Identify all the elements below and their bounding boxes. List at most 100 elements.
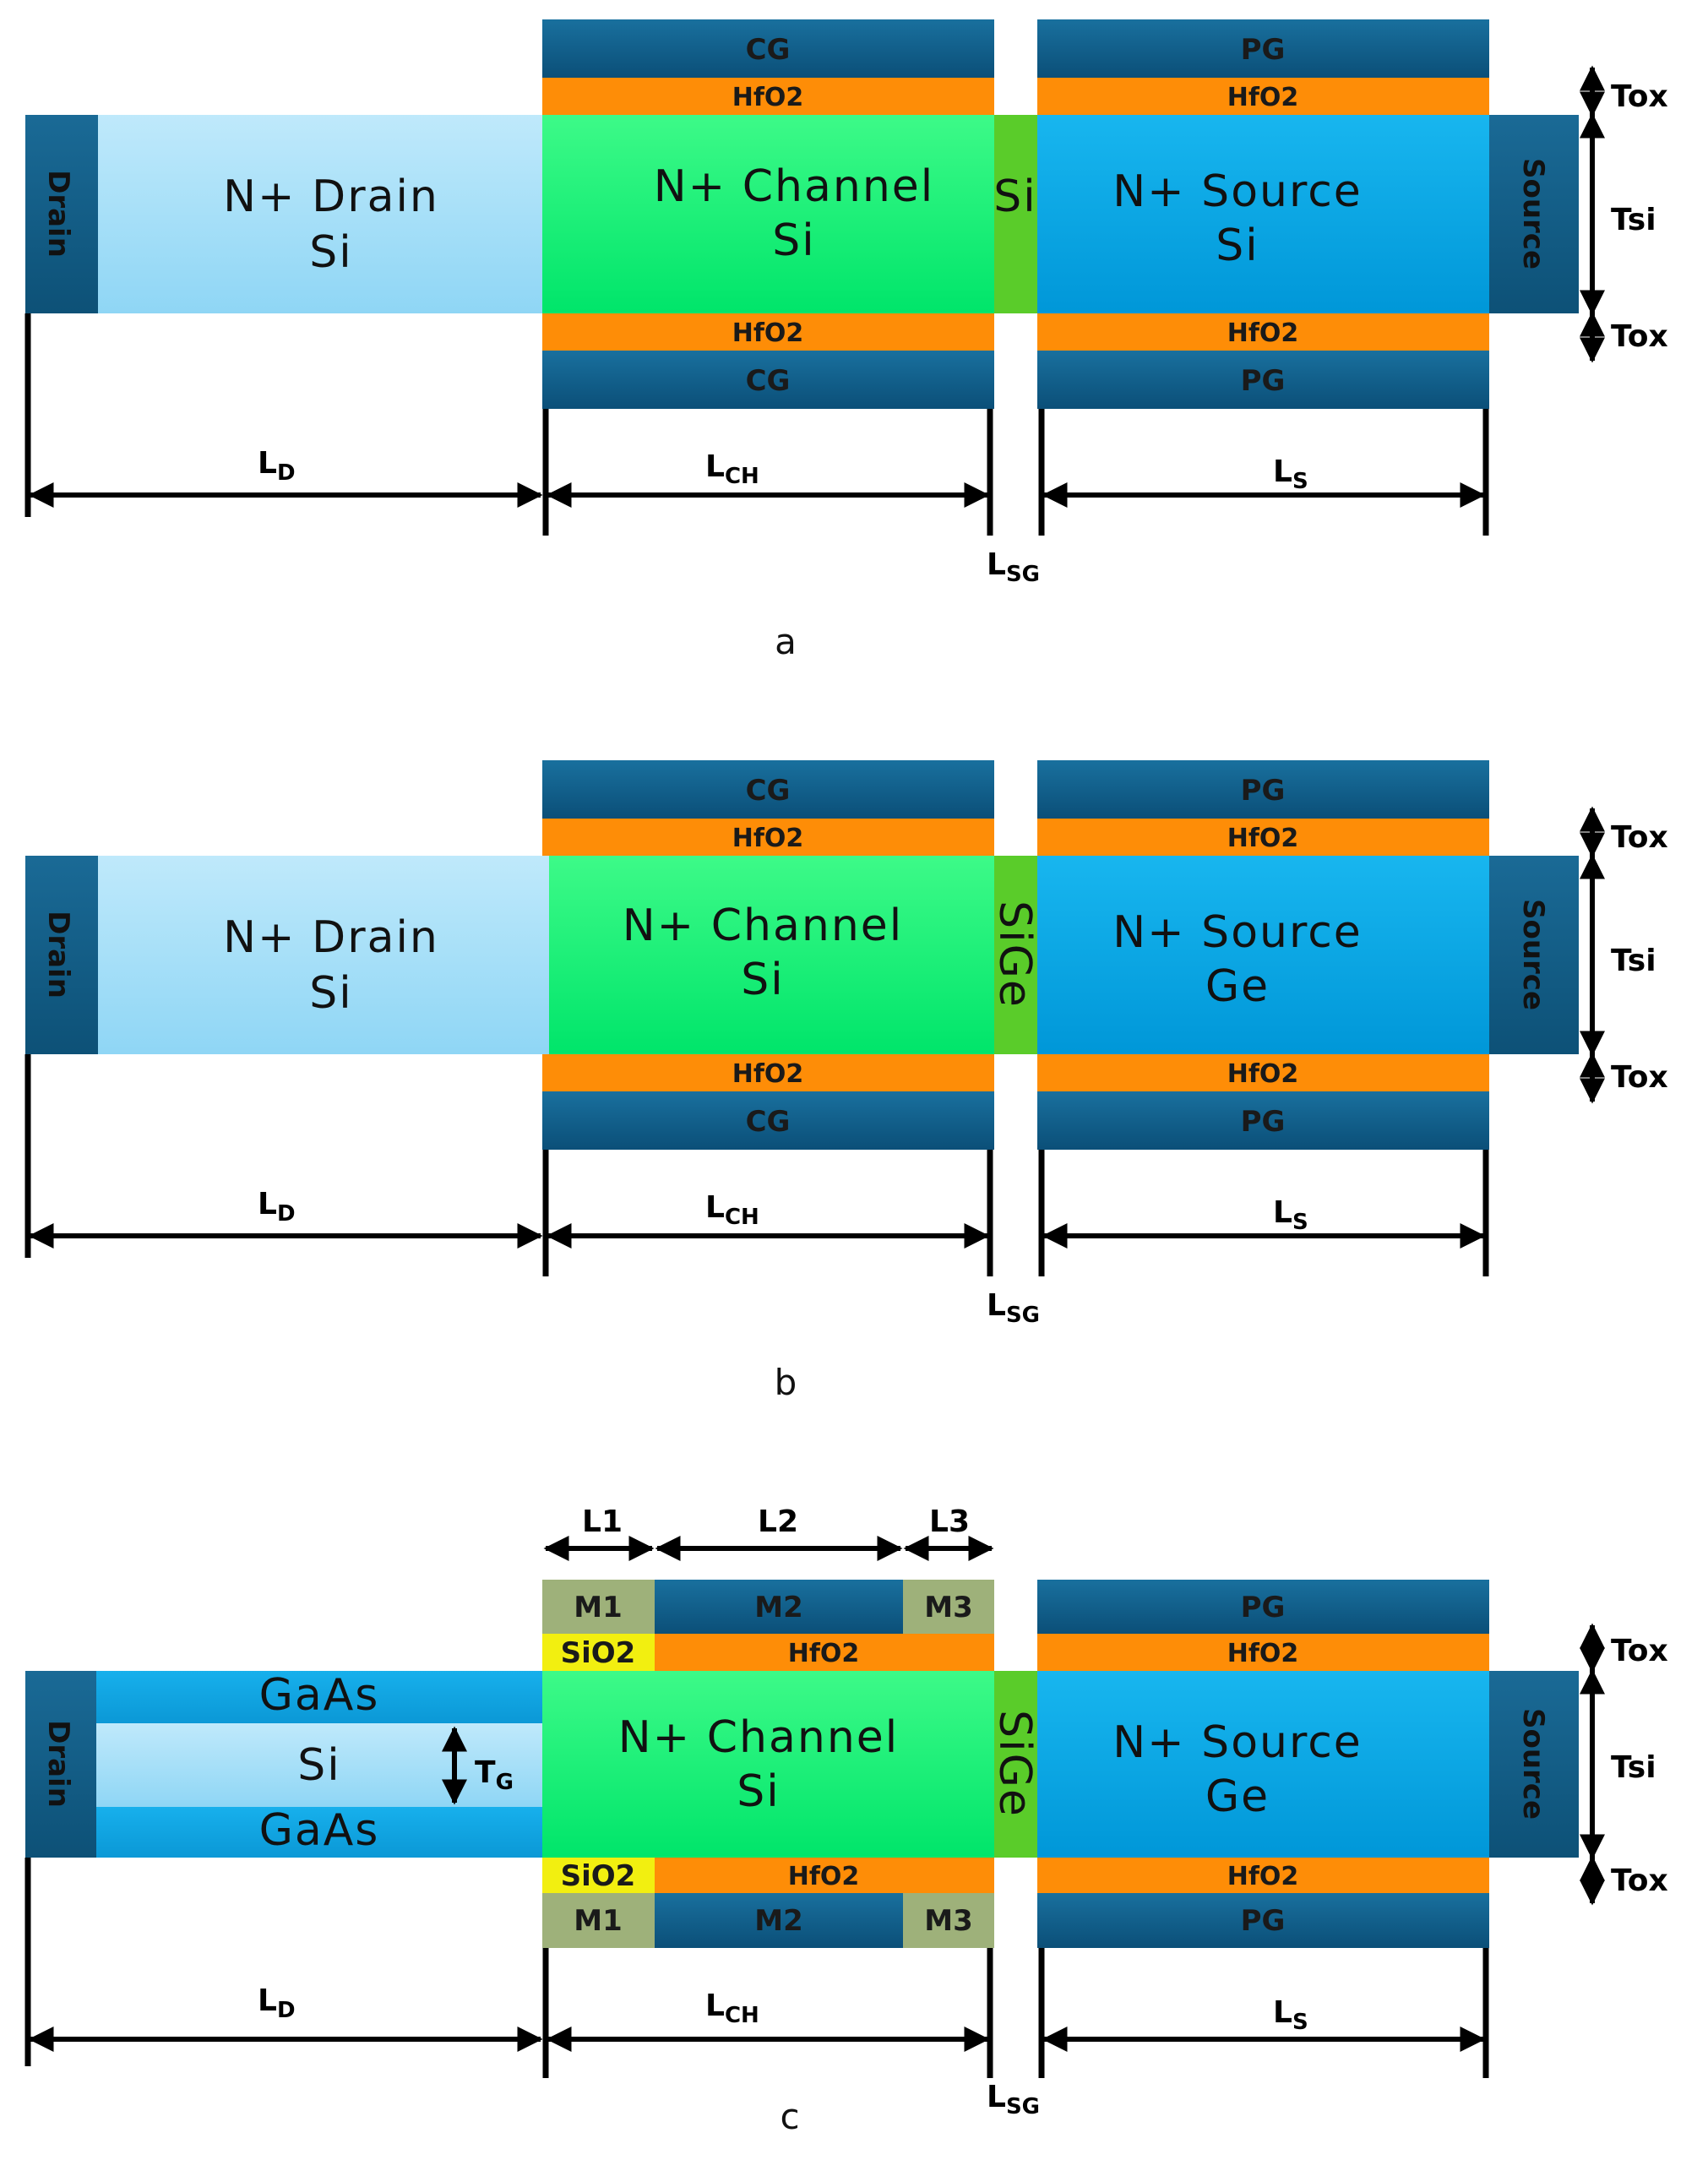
source-region [1037,1671,1489,1858]
tsi-label: Tsi [1611,1750,1656,1785]
hfo2-top-cg-label: HfO2 [788,1639,860,1668]
m3-bottom-label: M3 [924,1904,973,1938]
spacer-region [994,1671,1037,1858]
source-region-line1: N+ Source [1112,1717,1363,1768]
drain-region [98,115,542,313]
tsi-label: Tsi [1611,944,1656,978]
extension-lines [24,313,1489,536]
ld-label: LD [258,446,296,486]
extension-lines [24,1858,1489,2078]
lsg-label: LSG [987,2080,1040,2119]
source-region-line2: Ge [1205,1771,1270,1822]
m3-bottom [903,1893,994,1948]
drain-region-line1: N+ Drain [223,912,439,963]
panel-label-a: a [775,621,797,662]
oxide-bottom-cg-label: HfO2 [732,318,804,348]
polarity-gate-bottom [1037,1091,1489,1150]
control-gate-top-label: CG [746,774,791,808]
spacer-label: Si [993,171,1036,222]
drain-contact [25,115,98,313]
channel-region [542,1671,994,1858]
si-drain-layer [96,1723,542,1807]
m3-top [903,1580,994,1634]
oxide-bottom-pg [1037,313,1489,351]
oxide-top-pg [1037,78,1489,115]
drain-region [98,856,549,1054]
oxide-bottom-pg-label: HfO2 [1227,1059,1299,1089]
drain-contact-label: Drain [41,170,75,258]
si-drain-label: Si [297,1740,340,1791]
control-gate-top [542,19,994,78]
channel-region-line1: N+ Channel [623,900,903,951]
ls-label: LS [1273,1195,1308,1235]
source-contact [1489,1671,1579,1858]
polarity-gate-top [1037,1580,1489,1634]
tg-label: TG [475,1755,514,1795]
l1-label: L1 [582,1504,623,1539]
source-region-line2: Si [1216,220,1259,271]
oxide-top-cg-label: HfO2 [732,824,804,853]
polarity-gate-bottom-label: PG [1241,1904,1286,1938]
source-region-line1: N+ Source [1112,907,1363,958]
drain-contact-label: Drain [41,1720,75,1808]
oxide-bottom-pg-label: HfO2 [1227,1862,1299,1891]
source-contact-label: Source [1516,1708,1550,1820]
tox-bottom-label: Tox [1611,319,1668,354]
oxide-bottom-pg-label: HfO2 [1227,318,1299,348]
m3-top-label: M3 [924,1591,973,1624]
tox-top-label: Tox [1611,79,1668,114]
panel-b: CG HfO2 PG HfO2 Drain N+ Drain Si N+ Cha… [24,760,1668,1403]
source-region-line1: N+ Source [1112,166,1363,217]
tox-top-label: Tox [1611,1634,1668,1668]
channel-region-line2: Si [737,1766,780,1817]
control-gate-bottom [542,351,994,409]
source-contact-label: Source [1516,899,1550,1010]
spacer-region [994,856,1037,1054]
m2-bottom [655,1893,903,1948]
oxide-top-cg-label: HfO2 [732,83,804,112]
oxide-top-pg-label: HfO2 [1227,824,1299,853]
drain-contact [25,856,98,1054]
polarity-gate-top-label: PG [1241,1591,1286,1624]
drain-contact [25,1671,96,1858]
m2-bottom-label: M2 [754,1904,803,1938]
drain-region-line2: Si [309,227,352,278]
m1-bottom [542,1893,655,1948]
drain-region-line1: N+ Drain [223,171,439,222]
polarity-gate-top-label: PG [1241,774,1286,808]
control-gate-bottom-label: CG [746,364,791,398]
extension-lines [24,1054,1489,1276]
oxide-top-pg-label: HfO2 [1227,1639,1299,1668]
ls-label: LS [1273,454,1308,494]
lch-label: LCH [705,1190,759,1230]
polarity-gate-top [1037,19,1489,78]
panel-label-b: b [775,1362,797,1403]
spacer-label: SiGe [989,1710,1040,1818]
oxide-top-pg [1037,1634,1489,1671]
sio2-top-label: SiO2 [561,1636,636,1670]
lch-label: LCH [705,449,759,489]
m1-top [542,1580,655,1634]
oxide-top-pg-label: HfO2 [1227,83,1299,112]
drain-contact-label: Drain [41,911,75,998]
source-contact [1489,856,1579,1054]
tox-bottom-label: Tox [1611,1060,1668,1095]
control-gate-top-label: CG [746,33,791,67]
spacer-region [994,115,1037,313]
polarity-gate-bottom-label: PG [1241,1105,1286,1139]
oxide-bottom-pg [1037,1858,1489,1893]
oxide-bottom-cg [542,1054,994,1091]
channel-region [549,856,994,1054]
l2-label: L2 [758,1504,798,1539]
source-region [1037,115,1489,313]
oxide-top-cg [542,819,994,856]
panel-label-c: c [780,2096,799,2137]
panel-a: CG HfO2 PG HfO2 Drain N+ Drain Si N+ Cha… [24,19,1668,662]
l3-label: L3 [929,1504,970,1539]
source-region [1037,856,1489,1054]
gaas-top-layer [96,1671,542,1723]
gaas-bottom-layer [96,1807,542,1858]
polarity-gate-top-label: PG [1241,33,1286,67]
sio2-top [542,1634,655,1671]
